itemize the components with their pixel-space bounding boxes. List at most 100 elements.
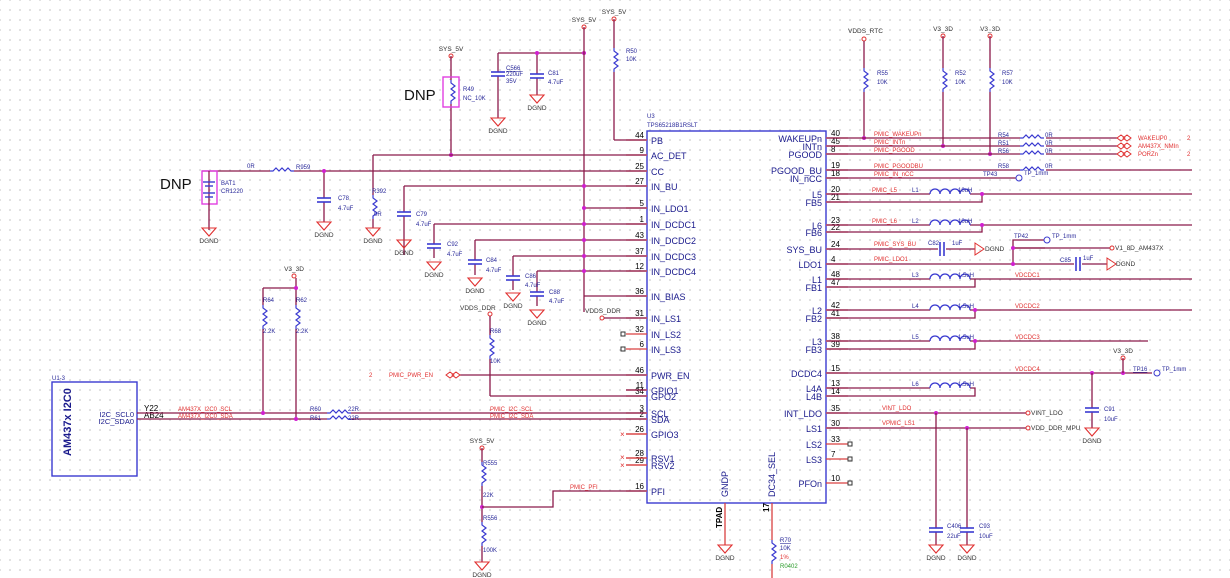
pin-number: 41 (831, 309, 840, 318)
resistor-r52[interactable] (940, 68, 948, 92)
resistor-r64[interactable] (260, 305, 268, 329)
resistor-r55[interactable] (861, 68, 869, 92)
resistor-r555[interactable] (479, 462, 487, 486)
capacitor-c93[interactable] (960, 527, 974, 533)
tp16-val: TP_1mm (1162, 367, 1186, 373)
c566-volt: 35V (506, 79, 517, 85)
offsheet-pwren-icon[interactable] (445, 371, 461, 379)
resistor-r62[interactable] (293, 305, 301, 329)
inductor-l6[interactable] (929, 382, 971, 389)
testpoint-tp43-icon[interactable] (1015, 174, 1023, 182)
inductor-l4[interactable] (929, 304, 971, 311)
u3-ref: U3 (647, 114, 655, 120)
capacitor-c82[interactable] (939, 242, 945, 256)
inductor-l3[interactable] (929, 273, 971, 280)
resistor-r61[interactable] (327, 415, 351, 423)
capacitor-c92[interactable] (427, 243, 441, 249)
dgnd-label: DGND (1082, 438, 1101, 445)
capacitor-c79[interactable] (397, 211, 411, 217)
pin-number: 34 (635, 387, 644, 396)
r68-val: 10K (490, 359, 501, 365)
resistor-r60[interactable] (327, 409, 351, 417)
junction (582, 206, 586, 210)
port-v18-icon[interactable] (1109, 245, 1115, 251)
resistor-r51[interactable] (1020, 142, 1044, 150)
resistor-r57[interactable] (987, 68, 995, 92)
pin-name: SDA (651, 415, 670, 425)
capacitor-c88[interactable] (530, 291, 544, 297)
capacitor-c91[interactable] (1085, 407, 1099, 413)
l6-ref: L6 (912, 382, 919, 388)
u3-pin-ac_det[interactable]: 9AC_DET (626, 146, 687, 161)
dgnd-label: DGND (394, 250, 413, 257)
u1-ball-scl: Y22 (144, 404, 159, 413)
resistor-r392[interactable] (370, 195, 378, 219)
u3-pin-in_dcdc1[interactable]: 1IN_DCDC1 (626, 215, 696, 230)
u3-pin-in_ls3[interactable]: 6IN_LS3 (626, 340, 681, 355)
resistor-r556[interactable] (479, 522, 487, 546)
r51-ref: R51 (998, 141, 1010, 147)
inductor-l5[interactable] (929, 335, 971, 342)
resistor-r50[interactable] (611, 48, 619, 72)
testpoint-tp16-icon[interactable] (1153, 369, 1161, 377)
resistor-r70[interactable] (769, 540, 777, 564)
inductor-l1[interactable] (929, 188, 971, 195)
port-vddddr-icon[interactable] (1025, 425, 1031, 431)
capacitor-c86[interactable] (506, 275, 520, 281)
u3-body[interactable] (646, 130, 827, 504)
pin-name: IN_DCDC3 (651, 252, 696, 262)
u3-left-pins: 44PB9AC_DET25CC27IN_BU5IN_LDO11IN_DCDC14… (626, 131, 696, 497)
ground-dgnd-icon (1106, 257, 1117, 271)
capacitor-c566[interactable] (491, 71, 505, 77)
port-vintldo-icon[interactable] (1025, 410, 1031, 416)
capacitor-c85[interactable] (1075, 257, 1081, 271)
capacitor-c78[interactable] (317, 197, 331, 203)
resistor-r959[interactable] (270, 167, 294, 175)
inductor-l2[interactable] (929, 219, 971, 226)
pin-name: PFI (651, 487, 665, 497)
capacitor-c84[interactable] (468, 259, 482, 265)
testpoint-tp42-icon[interactable] (1043, 236, 1051, 244)
r70-val: 10K (780, 546, 791, 552)
capacitor-c406[interactable] (929, 527, 943, 533)
pin-number: 42 (831, 301, 840, 310)
resistor-r49[interactable] (448, 80, 456, 104)
pin-gndp-num: TPAD (715, 507, 724, 528)
capacitor-c81[interactable] (530, 73, 544, 79)
ground-dgnd: DGND (527, 94, 547, 112)
pin-name: PB (651, 136, 663, 146)
u3-pin-in_ldo1[interactable]: 5IN_LDO1 (626, 199, 689, 214)
wire-tp42-stub (1012, 239, 1044, 248)
offsheet-connector[interactable]: AM437X_NMIn (1116, 142, 1179, 150)
resistor-r68[interactable] (487, 335, 495, 359)
ground-dgnd: DGND (394, 239, 414, 257)
u1-body[interactable] (51, 381, 138, 477)
resistor-r58[interactable] (1020, 166, 1044, 174)
c86-val: 4.7uF (525, 283, 541, 289)
resistor-r56[interactable] (1020, 150, 1044, 158)
resistor-r54[interactable] (1020, 134, 1044, 142)
